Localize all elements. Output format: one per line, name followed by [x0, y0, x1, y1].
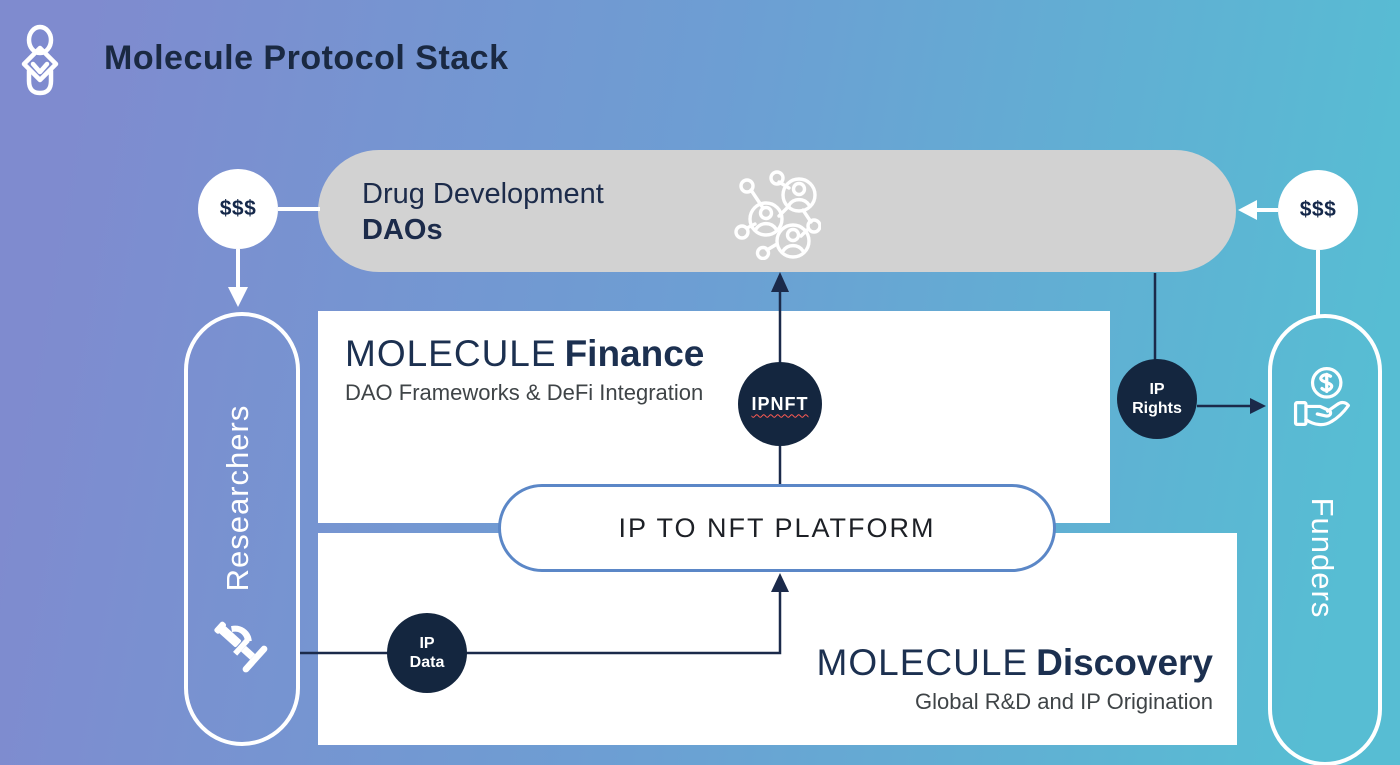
researchers-pill: [184, 312, 300, 746]
connector-ip-rights-to-funders: [1197, 398, 1266, 414]
page-title: Molecule Protocol Stack: [104, 39, 509, 77]
finance-product: Finance: [564, 333, 705, 374]
ipnft-node: IPNFT: [738, 362, 822, 446]
discovery-brand: MOLECULE: [816, 642, 1029, 683]
finance-box-subtitle: DAO Frameworks & DeFi Integration: [345, 379, 704, 405]
ip-data-label-line1: IP: [419, 635, 435, 652]
dao-pill: Drug Development DAOs: [318, 150, 1236, 272]
ip-rights-node: IP Rights: [1117, 359, 1197, 439]
funders-pill: [1268, 314, 1382, 765]
discovery-product: Discovery: [1036, 642, 1213, 683]
money-circle-left: $$$: [198, 169, 278, 249]
discovery-box-subtitle: Global R&D and IP Origination: [915, 688, 1213, 714]
dao-pill-line1: Drug Development: [362, 178, 604, 210]
microscope-icon: [214, 621, 268, 673]
ip-to-nft-platform-pill: IP TO NFT PLATFORM: [498, 484, 1056, 572]
dao-network-icon: [734, 170, 821, 260]
dao-pill-text: Drug Development DAOs: [362, 176, 604, 248]
hand-coin-icon: [1293, 367, 1351, 427]
money-amount-left: $$$: [219, 197, 257, 220]
ip-rights-label-line1: IP: [1149, 381, 1165, 398]
ipnft-label: IPNFT: [751, 393, 809, 414]
platform-label: IP TO NFT PLATFORM: [618, 512, 936, 543]
ip-data-node: IP Data: [387, 613, 467, 693]
money-circle-right: $$$: [1278, 170, 1358, 250]
connector-money-right-to-dao: [1238, 200, 1278, 220]
ip-rights-label-line2: Rights: [1132, 400, 1182, 417]
ip-data-label-line2: Data: [409, 654, 445, 671]
money-amount-right: $$$: [1299, 198, 1337, 221]
connector-money-left-to-researchers: [228, 249, 248, 307]
dao-pill-line2: DAOs: [362, 214, 443, 246]
funders-label: Funders: [1305, 497, 1340, 619]
molecule-logo-icon: [21, 24, 59, 96]
finance-brand: MOLECULE: [345, 333, 557, 374]
researchers-label: Researchers: [220, 404, 255, 592]
